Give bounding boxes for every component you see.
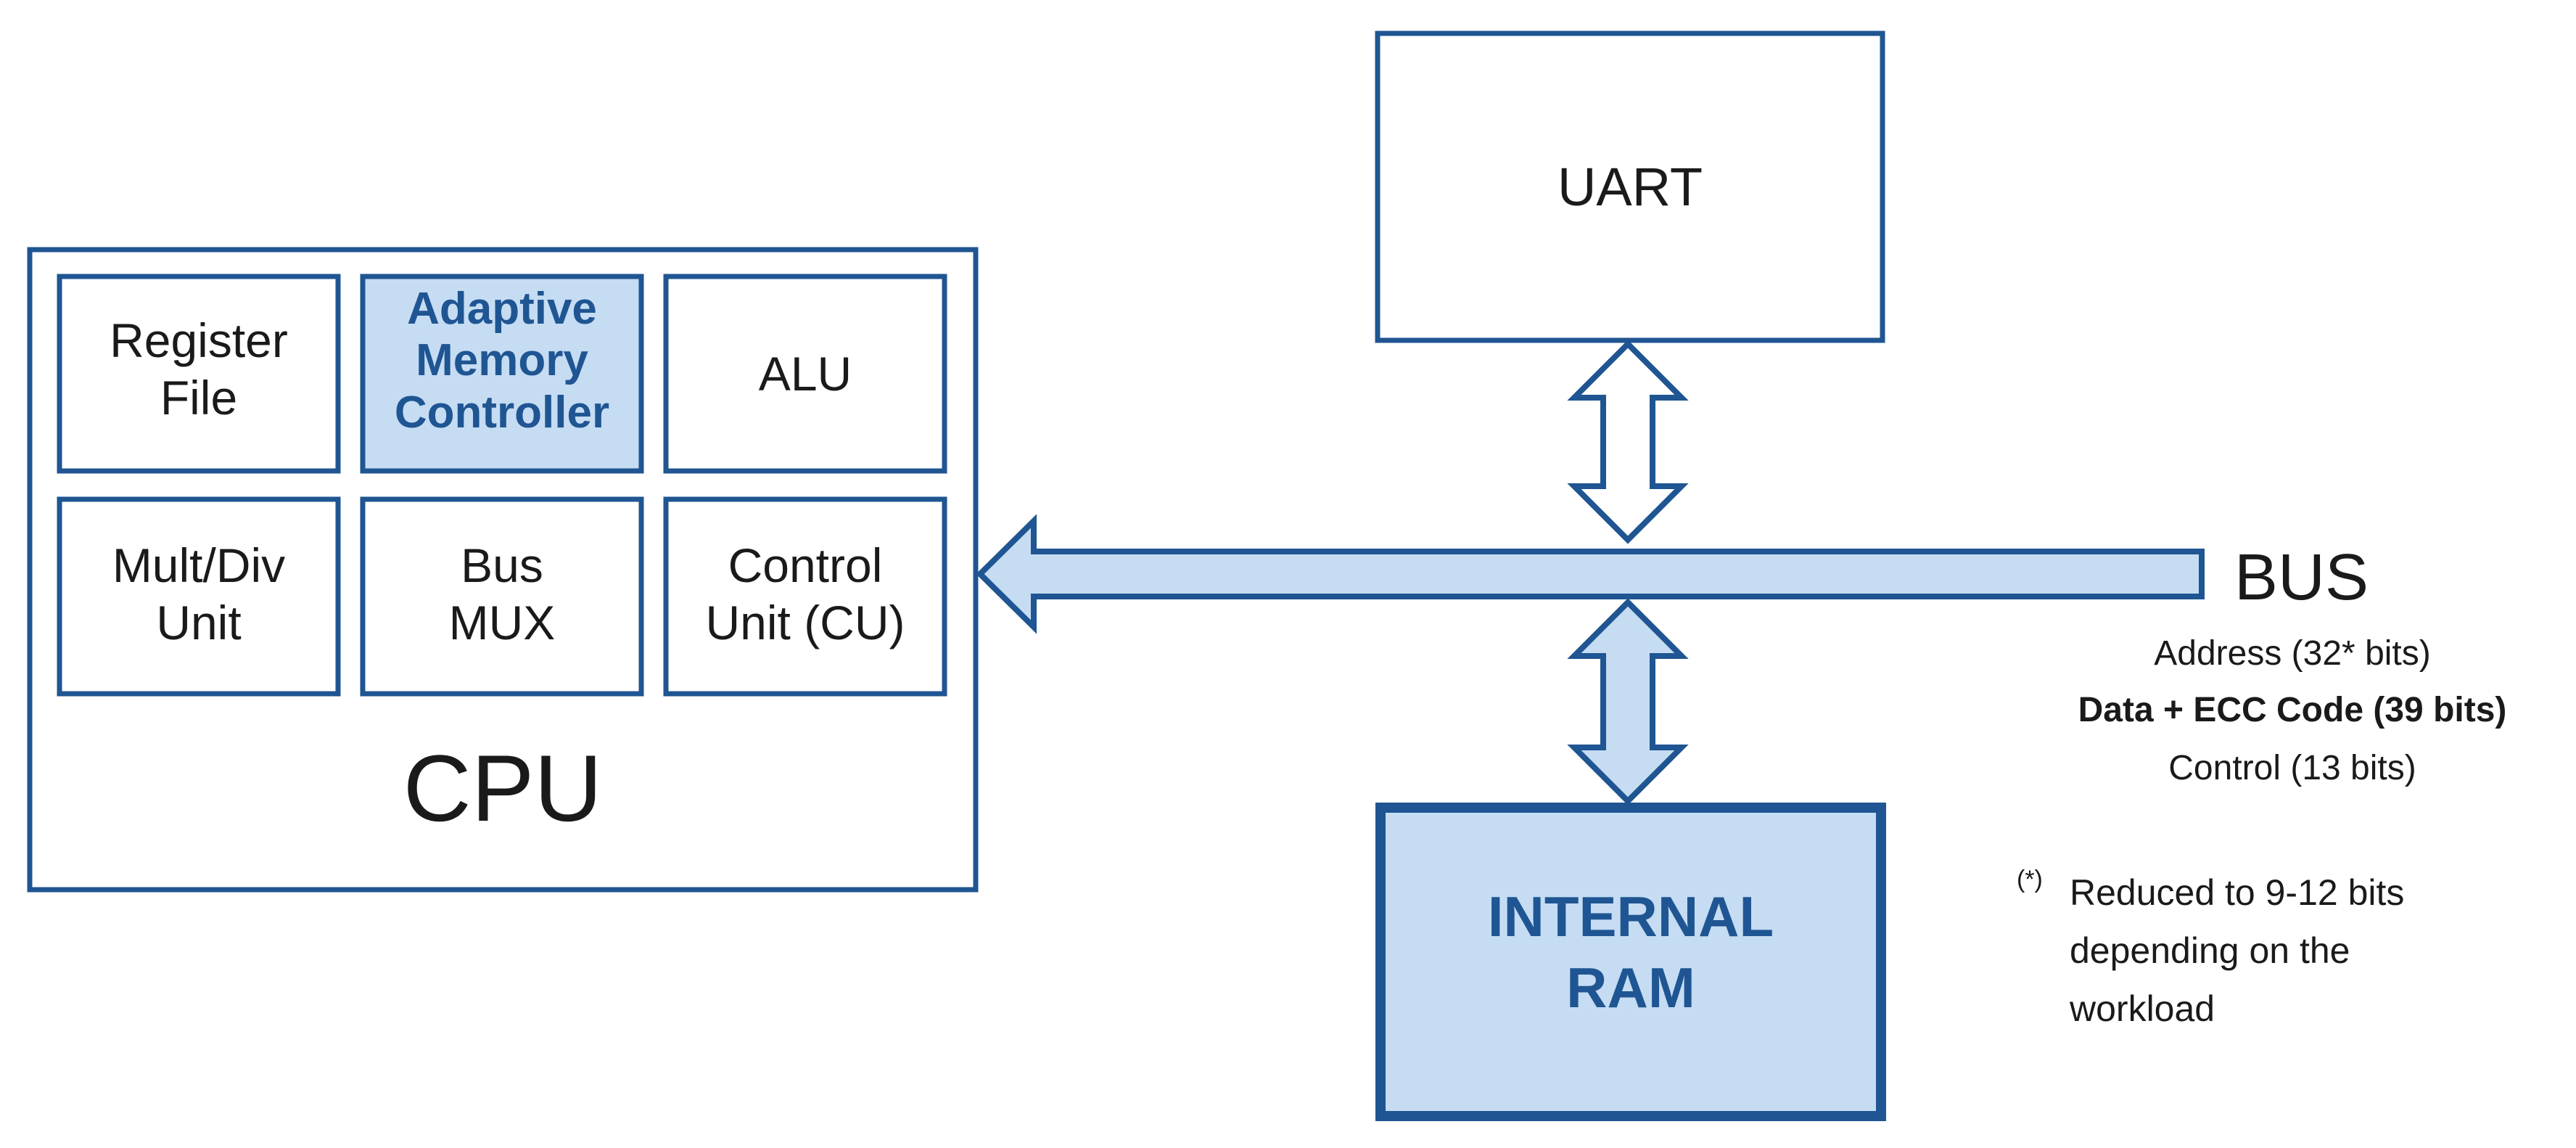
register-file-box: [57, 274, 341, 474]
bus-mux-box: [360, 496, 644, 697]
internal-ram-box: [1375, 803, 1886, 1121]
bus-label: BUS: [2234, 541, 2369, 614]
alu-label: ALU: [758, 347, 852, 401]
footnote-marker: (*): [2017, 866, 2043, 893]
mult-div-unit-label: Mult/Div Unit: [112, 538, 286, 650]
mult-div-unit-box: [57, 496, 341, 697]
uart-box: [1375, 30, 1885, 343]
uart-label: UART: [1557, 157, 1703, 217]
control-unit-label: Control Unit (CU): [705, 538, 905, 650]
ram-bus-double-arrow: [1567, 598, 1689, 805]
cpu-title: CPU: [403, 735, 603, 841]
alu-box: [663, 274, 947, 474]
bus-signal-data: Data + ECC Code (39 bits): [2078, 691, 2507, 729]
adaptive-memory-controller-label: Adaptive Memory Controller: [394, 284, 610, 438]
footnote-text: Reduced to 9-12 bits depending on the wo…: [2070, 872, 2405, 1029]
bus-signal-address: Address (32* bits): [2154, 634, 2431, 673]
register-file-label: Register File: [110, 313, 288, 425]
bus-arrow: [976, 514, 2205, 634]
adaptive-memory-controller-box: [360, 274, 644, 474]
control-unit-box: [663, 496, 947, 697]
uart-bus-double-arrow: [1567, 340, 1689, 544]
internal-ram-label: INTERNAL RAM: [1487, 885, 1774, 1020]
bus-mux-label: Bus MUX: [448, 538, 556, 650]
bus-signal-control: Control (13 bits): [2168, 749, 2416, 787]
